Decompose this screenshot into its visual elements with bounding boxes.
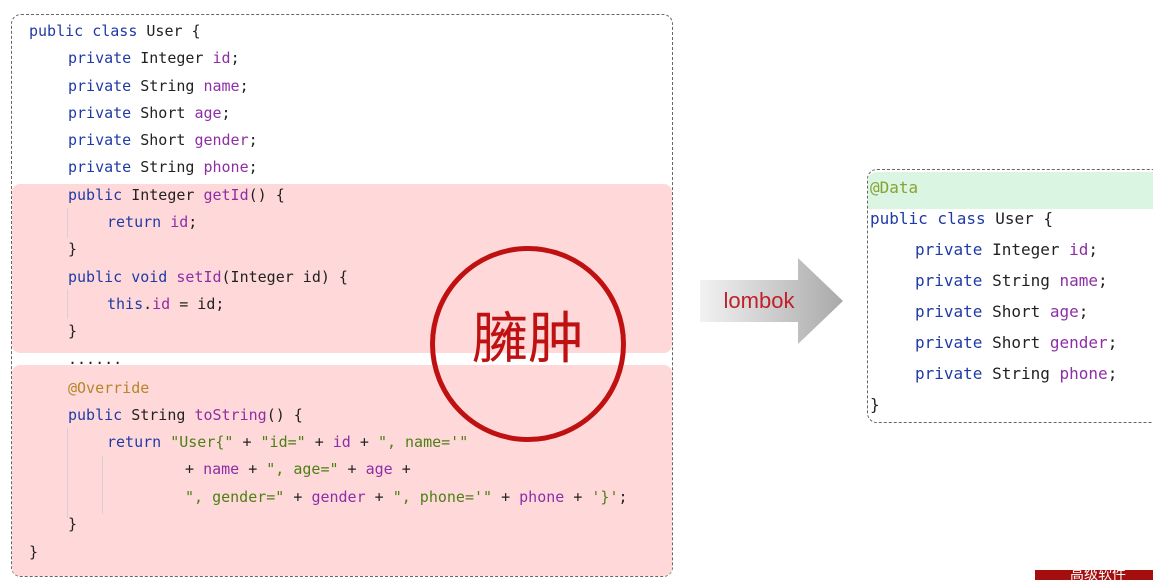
code-line-return-3: ", gender=" + gender + ", phone='" + pho… — [185, 488, 628, 506]
code-line-data-annotation: @Data — [870, 178, 919, 197]
concise-code-panel — [867, 169, 1153, 423]
stamp-circle — [430, 246, 626, 442]
right-arrow-icon — [700, 258, 843, 344]
corner-banner-text: 高级软件 — [1070, 567, 1126, 583]
corner-banner — [1035, 570, 1153, 580]
stamp-text: 臃肿 — [472, 307, 584, 372]
code-line-brace: } — [68, 240, 78, 258]
code-line-class-decl: public class User { — [29, 22, 201, 40]
code-line-field: private Short gender; — [915, 333, 1118, 352]
indent-guide — [102, 456, 103, 514]
code-line-field: private String name; — [68, 77, 249, 95]
code-line-field: private Integer id; — [915, 240, 1099, 259]
code-line-getter-body: return id; — [107, 213, 198, 231]
code-line-field: private Short age; — [915, 302, 1089, 321]
arrow-label: lombok — [723, 288, 795, 313]
code-line-class-close: } — [29, 543, 39, 561]
indent-guide — [67, 208, 68, 238]
code-line-field: private String phone; — [915, 364, 1118, 383]
code-line-field: private String phone; — [68, 158, 258, 176]
verbose-code-panel — [11, 14, 673, 577]
indent-guide — [67, 428, 68, 518]
code-line-getter: public Integer getId() { — [68, 186, 285, 204]
code-line-class-close: } — [870, 395, 880, 414]
code-line-return-1: return "User{" + "id=" + id + ", name='" — [107, 433, 469, 451]
code-line-field: private Integer id; — [68, 49, 240, 67]
code-line-tostring: public String toString() { — [68, 406, 303, 424]
code-line-field: private String name; — [915, 271, 1108, 290]
code-line-brace: } — [68, 515, 78, 533]
code-line-override: @Override — [68, 379, 150, 397]
code-line-ellipsis: ...... — [68, 350, 123, 368]
indent-guide — [67, 289, 68, 319]
code-line-setter: public void setId(Integer id) { — [68, 268, 348, 286]
annotation-highlight — [868, 172, 1153, 209]
code-line-class-decl: public class User { — [870, 209, 1054, 228]
code-line-field: private Short gender; — [68, 131, 258, 149]
code-line-field: private Short age; — [68, 104, 231, 122]
code-line-return-2: + name + ", age=" + age + — [185, 460, 411, 478]
code-line-setter-body: this.id = id; — [107, 295, 225, 313]
code-line-brace: } — [68, 322, 78, 340]
